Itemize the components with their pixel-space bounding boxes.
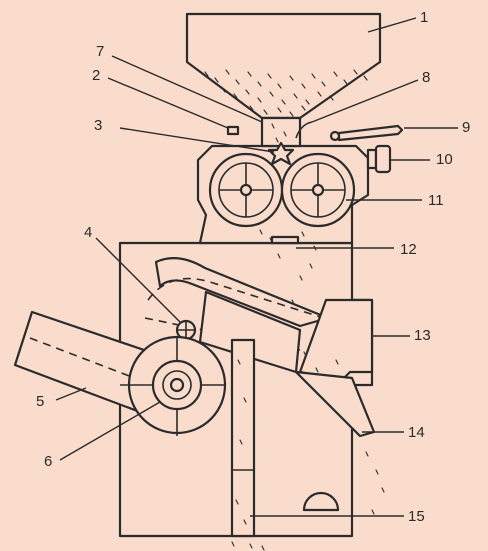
fan-housing (120, 335, 227, 436)
gate-lever (226, 125, 240, 136)
right-roller (280, 152, 356, 228)
bottom-hatch (302, 491, 340, 512)
hand-wheel (366, 144, 392, 174)
label-10: 10 (436, 151, 453, 168)
label-13: 13 (414, 327, 431, 344)
falling-grain (231, 229, 385, 551)
label-9: 9 (462, 119, 470, 136)
adjuster-plate (295, 121, 313, 139)
label-8: 8 (422, 69, 430, 86)
label-12: 12 (400, 241, 417, 258)
separator-plate (270, 235, 300, 245)
adjusting-rod (329, 124, 404, 142)
hopper-grain (204, 69, 368, 143)
chute-dashed-a (147, 277, 331, 321)
label-4: 4 (84, 224, 92, 241)
label-1: 1 (420, 9, 428, 26)
outlet-pipe-centerline (29, 337, 146, 383)
lower-chute (198, 290, 302, 374)
label-7: 7 (96, 43, 104, 60)
hopper-neck (260, 116, 302, 148)
label-6: 6 (44, 453, 52, 470)
star-feeder (267, 141, 295, 166)
label-14: 14 (408, 424, 425, 441)
part-labels: 1 2 7 8 3 9 10 11 12 4 13 5 6 14 15 (36, 9, 470, 525)
leader-lines (55, 17, 458, 517)
label-5: 5 (36, 393, 44, 410)
label-11: 11 (428, 192, 444, 209)
label-15: 15 (408, 508, 425, 525)
left-roller (208, 152, 284, 228)
valve (175, 319, 197, 341)
label-3: 3 (94, 117, 102, 134)
vertical-duct (230, 338, 256, 538)
label-2: 2 (92, 67, 100, 84)
